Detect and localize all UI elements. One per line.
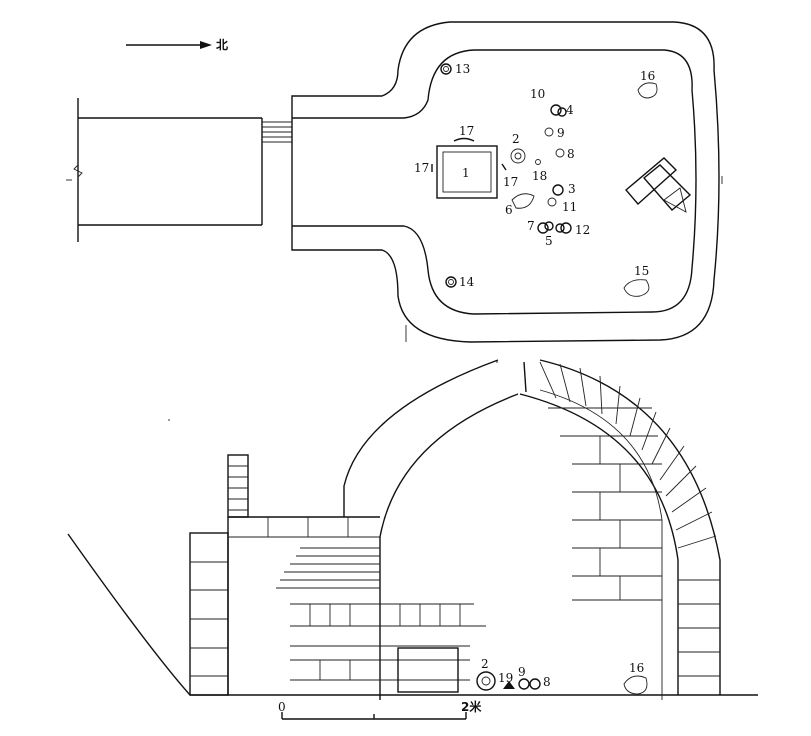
artifact-label: 9 [557, 126, 565, 140]
artifact-label: 15 [634, 264, 649, 278]
artifact-label: 5 [545, 234, 553, 248]
plan-artifacts: 2 3 4 5 6 7 8 9 10 11 12 13 14 15 [414, 62, 658, 297]
scale-bar: 0 2米 [278, 699, 482, 720]
artifact-label: 17 [459, 124, 474, 138]
scale-end-label: 2米 [461, 699, 482, 714]
collapsed-bricks [625, 157, 692, 213]
artifact-label: 2 [481, 657, 489, 671]
artifact-label: 13 [455, 62, 470, 76]
artifact-label: 18 [532, 169, 547, 183]
brick-courses [276, 547, 486, 693]
artifact-label: 14 [459, 275, 475, 289]
artifact-label: 7 [527, 219, 535, 233]
entrance-passage [66, 98, 292, 242]
artifact-label: 6 [505, 203, 513, 217]
artifact-label: 8 [567, 147, 575, 161]
chamber-outer-wall [291, 21, 720, 343]
coffin-platform: 1 [436, 145, 498, 199]
artifact-label: 11 [562, 200, 577, 214]
artifact-label: 2 [512, 132, 520, 146]
artifact-label: 9 [518, 665, 526, 679]
artifact-label: 19 [498, 671, 513, 685]
chamber-inner-wall [292, 49, 697, 315]
north-label: 北 [216, 37, 228, 52]
scale-start-label: 0 [278, 700, 286, 714]
section-artifacts: 2 19 9 8 16 [476, 657, 648, 695]
left-wall [189, 454, 380, 696]
artifact-label: 8 [543, 675, 551, 689]
artifact-label: 3 [568, 182, 576, 196]
artifact-label: 4 [566, 103, 574, 117]
vault [343, 359, 721, 700]
artifact-label: 12 [575, 223, 590, 237]
artifact-label: 16 [640, 69, 655, 83]
artifact-label: 10 [530, 87, 545, 101]
plan-view: 北 1 [66, 21, 723, 343]
artifact-label: 16 [629, 661, 644, 675]
section-view: 2 19 9 8 16 [67, 359, 758, 700]
artifact-label: 17 [414, 161, 429, 175]
north-arrow: 北 [126, 37, 228, 52]
artifact-label: 17 [503, 175, 518, 189]
artifact-label: 1 [462, 166, 470, 180]
